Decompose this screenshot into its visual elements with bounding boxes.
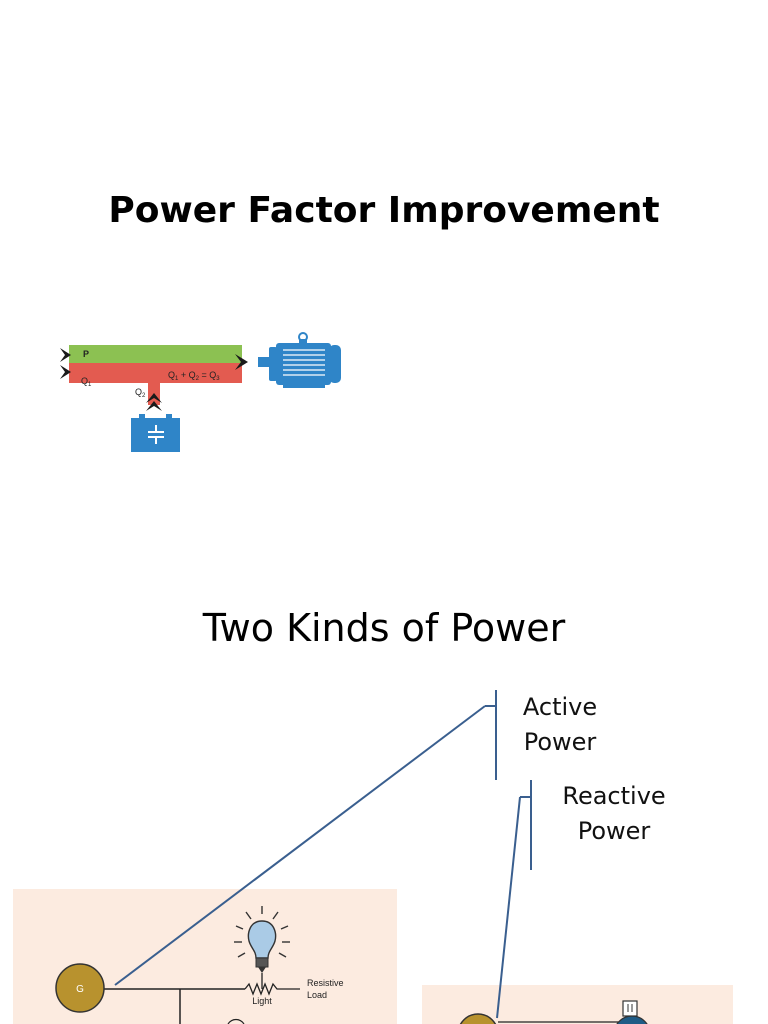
q-sum-label: Q1 + Q2 = Q3 [168, 370, 220, 382]
resistor-icon [244, 982, 300, 996]
chevron-right-icon [235, 354, 248, 370]
slide-title-power-factor: Power Factor Improvement [108, 190, 660, 231]
resistive-load-label-line2: Load [307, 990, 327, 1000]
reactive-power-label: Reactive Power [562, 782, 666, 845]
active-power-bar [69, 345, 242, 363]
generator-label: G [76, 984, 84, 995]
chevron-up-icon [146, 401, 162, 411]
q2-label: Q2 [135, 387, 146, 399]
motor-icon [616, 1015, 648, 1024]
chevron-up-icon [146, 393, 162, 403]
light-bulb-icon [234, 906, 290, 989]
q1-label: Q1 [81, 376, 92, 388]
chevron-right-icon [60, 348, 71, 362]
motor-icon [258, 332, 341, 388]
generator-icon [459, 1013, 497, 1024]
reactive-pointer-line [496, 796, 521, 1019]
chevron-right-icon [60, 365, 71, 379]
slide-title-two-kinds: Two Kinds of Power [202, 606, 566, 650]
motor-housing-icon [622, 1000, 638, 1017]
p-label: P [83, 349, 89, 359]
resistive-load-label-line1: Resistive [307, 978, 344, 988]
capacitor-icon [131, 414, 180, 452]
power-factor-diagram: P Q1 Q2 Q1 + Q2 = Q3 [60, 332, 341, 452]
light-label: Light [252, 996, 272, 1006]
active-power-label: Active Power [522, 693, 598, 756]
reactive-branch [148, 363, 160, 405]
active-pointer-line [114, 705, 486, 986]
generator-icon [55, 963, 105, 1013]
